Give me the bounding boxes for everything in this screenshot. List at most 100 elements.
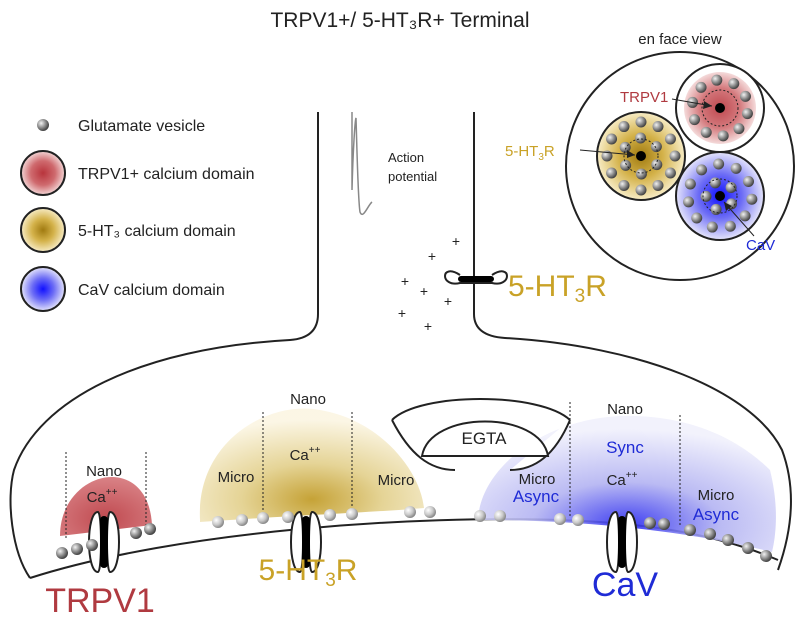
ht3-ca-label: Ca++	[290, 445, 321, 464]
diagram-title: TRPV1+/ 5-HT₃R+ Terminal	[270, 9, 529, 32]
cav-async-right-label: Async	[693, 505, 740, 524]
zone-boundaries	[65, 402, 681, 540]
en-face-title: en face view	[638, 31, 722, 48]
en-face-vesicle	[706, 221, 718, 233]
en-face-vesicle	[711, 74, 723, 86]
cav-nano-label: Nano	[607, 401, 643, 418]
en-face-vesicle	[691, 212, 703, 224]
en-face-vesicle	[709, 177, 721, 189]
en-face-vesicle	[743, 175, 755, 187]
axon-5ht3r-channel	[444, 270, 508, 285]
en-face-vesicle	[664, 167, 676, 179]
ht3-micro-domain	[199, 408, 424, 522]
en-face-vesicle	[664, 133, 676, 145]
en-face-vesicle	[618, 121, 630, 133]
action-potential-label-2: potential	[388, 169, 437, 184]
membrane-vesicle	[86, 539, 98, 551]
en-face-vesicle	[606, 133, 618, 145]
trpv1-channel	[88, 510, 120, 574]
legend-ht3-domain-label: 5-HT₃ calcium domain	[78, 223, 236, 240]
en-face-vesicle	[619, 141, 631, 153]
ht3-channel	[290, 510, 322, 574]
membrane-vesicle	[704, 528, 716, 540]
en-face-view: en face view TRPV1 5-HT3R CaV	[505, 31, 795, 281]
en-face-vesicle	[635, 168, 647, 180]
legend-trpv1-domain-icon	[20, 150, 66, 196]
membrane-vesicle	[554, 513, 566, 525]
en-face-vesicle	[730, 162, 742, 174]
plus-sign: +	[401, 273, 409, 289]
membrane-vesicle	[130, 527, 142, 539]
cav-micro-right-label: Micro	[698, 487, 735, 504]
en-face-vesicle	[713, 158, 725, 170]
membrane-vesicle	[346, 508, 358, 520]
plus-sign: +	[398, 305, 406, 321]
legend: Glutamate vesicle TRPV1+ calcium domain …	[20, 118, 255, 312]
egta-molecule	[391, 398, 571, 471]
legend-vesicle-icon	[37, 119, 49, 131]
cav-bottom-label: CaV	[592, 566, 658, 604]
en-face-vesicle	[669, 150, 681, 162]
membrane-vesicles	[56, 506, 772, 562]
membrane-vesicle	[282, 511, 294, 523]
membrane-vesicle	[658, 518, 670, 530]
membrane-vesicle	[212, 516, 224, 528]
membrane-vesicle	[494, 510, 506, 522]
en-face-vesicle	[696, 164, 708, 176]
ht3-micro-left-label: Micro	[218, 469, 255, 486]
en-face-vesicle	[739, 210, 751, 222]
membrane-vesicle	[644, 517, 656, 529]
en-face-vesicle	[601, 150, 613, 162]
trpv1-bottom-label: TRPV1	[45, 582, 155, 620]
cation-plus-signs: +++++++	[398, 233, 460, 334]
en-face-vesicle	[635, 184, 647, 196]
cav-micro-left-label: Micro	[519, 471, 556, 488]
en-face-cav-label: CaV	[746, 237, 775, 254]
legend-cav-domain-label: CaV calcium domain	[78, 282, 225, 299]
en-face-vesicle	[650, 141, 662, 153]
en-face-vesicle	[733, 123, 745, 135]
legend-vesicle-label: Glutamate vesicle	[78, 118, 205, 135]
ht3r-bottom-label: 5-HT3R	[259, 554, 358, 591]
membrane-vesicle	[474, 510, 486, 522]
en-face-vesicle	[618, 179, 630, 191]
membrane-vesicle	[722, 534, 734, 546]
action-potential-trace	[351, 112, 373, 215]
en-face-vesicle	[606, 167, 618, 179]
en-face-vesicle	[700, 126, 712, 138]
en-face-vesicle	[728, 78, 740, 90]
membrane-vesicle	[324, 509, 336, 521]
ht3-micro-right-label: Micro	[378, 472, 415, 489]
en-face-vesicle	[652, 179, 664, 191]
membrane-vesicle	[684, 524, 696, 536]
en-face-vesicle	[717, 130, 729, 142]
trpv1-nano-domain	[60, 476, 152, 536]
legend-trpv1-domain-label: TRPV1+ calcium domain	[78, 166, 255, 183]
en-face-vesicle	[652, 121, 664, 133]
en-face-vesicle	[684, 178, 696, 190]
en-face-vesicle	[620, 159, 632, 171]
membrane-vesicle	[760, 550, 772, 562]
plus-sign: +	[420, 283, 428, 299]
plus-sign: +	[424, 318, 432, 334]
cav-async-left-label: Async	[513, 487, 560, 506]
en-face-vesicle	[635, 116, 647, 128]
membrane-vesicle	[424, 506, 436, 518]
en-face-vesicle	[700, 190, 712, 202]
terminal-outline	[9, 112, 792, 579]
cav-channel	[606, 510, 638, 574]
plus-sign: +	[452, 233, 460, 249]
en-face-vesicle	[683, 196, 695, 208]
en-face-vesicle	[695, 81, 707, 93]
membrane-vesicle	[572, 514, 584, 526]
cav-ca-label: Ca++	[607, 470, 638, 489]
plus-sign: +	[444, 293, 452, 309]
en-face-vesicle	[725, 181, 737, 193]
cav-sync-label: Sync	[606, 438, 644, 457]
membrane-vesicle	[71, 543, 83, 555]
membrane-vesicle	[404, 506, 416, 518]
membrane-vesicle	[144, 523, 156, 535]
membrane-vesicle	[56, 547, 68, 559]
en-face-vesicle	[724, 220, 736, 232]
en-face-trpv1-label: TRPV1	[620, 89, 668, 106]
